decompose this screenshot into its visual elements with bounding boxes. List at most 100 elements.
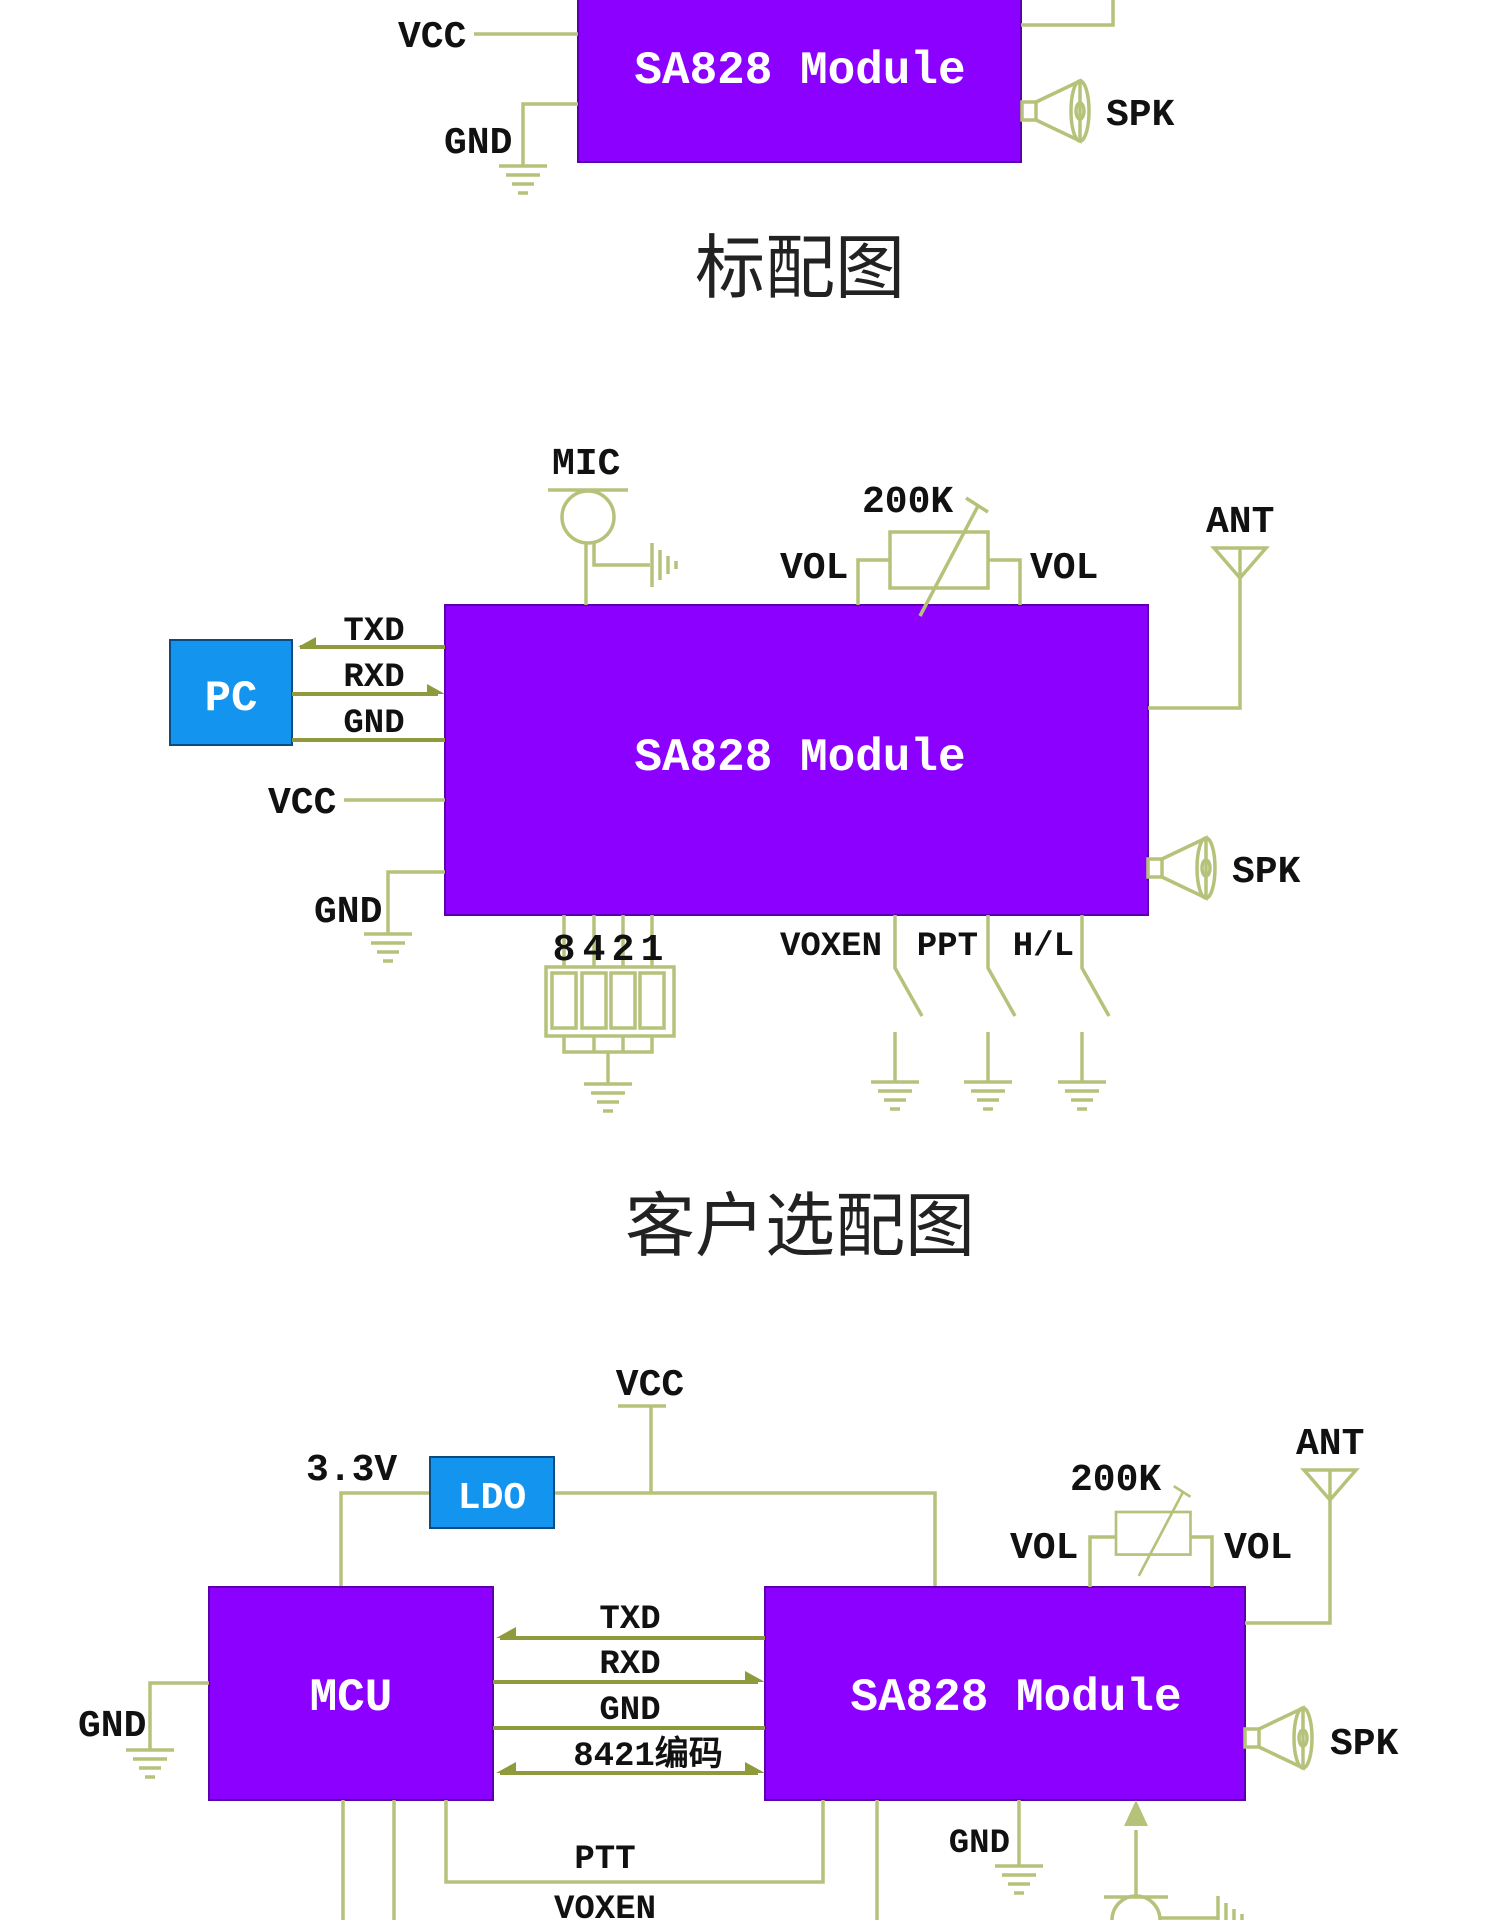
code-left-arrow-icon [496, 1762, 516, 1773]
ground-icon [497, 164, 549, 195]
dip-switch-8421: 8 4 2 1 [544, 915, 676, 1113]
switch-label-voxen: VOXEN [780, 928, 882, 966]
speaker-icon [1020, 79, 1091, 143]
antenna-icon [1302, 1468, 1358, 1502]
sa828-module-box [764, 1586, 1246, 1801]
pc-label: PC [205, 674, 258, 724]
diagram-custom: SA828 Module MIC 200K VOL VOL ANT [169, 443, 1301, 1267]
ground-icon [582, 1082, 634, 1113]
pc-box [169, 639, 293, 746]
mcu-box [208, 1586, 494, 1801]
sa828-module-label: SA828 Module [634, 45, 965, 97]
sa828-module-label: SA828 Module [634, 732, 965, 784]
diagram-standard: SA828 Module VCC GND SPK 标配图 [398, 0, 1175, 309]
rxd-arrow-icon [427, 684, 445, 694]
voxen-label: VOXEN [554, 1891, 656, 1920]
dip-label-8: 8 [553, 929, 576, 972]
ground-icon [124, 1748, 176, 1779]
txd-arrow-icon [298, 637, 316, 647]
speaker: SPK [1146, 836, 1301, 900]
dip-label-4: 4 [583, 929, 606, 972]
uart-label-rxd: RXD [343, 659, 404, 697]
vcc-label: VCC [616, 1364, 684, 1407]
antenna: ANT [1148, 501, 1274, 710]
gnd-label: GND [444, 122, 512, 165]
module-gnd-net: GND [949, 1800, 1045, 1895]
mic-arrow-icon [1124, 1800, 1148, 1826]
volume-potentiometer: 200K VOL VOL [780, 481, 1098, 618]
pc-interface: PC TXD RXD GND [169, 613, 445, 746]
uart-label-gnd: GND [343, 705, 404, 743]
v33-label: 3.3V [306, 1449, 397, 1492]
switch-ppt: PPT [917, 915, 1017, 1111]
sa828-module-box [444, 604, 1149, 916]
switch-voxen: VOXEN [780, 915, 924, 1111]
ground-icon [362, 932, 414, 963]
mcu-bus: TXD RXD GND 8421编码 [493, 1601, 765, 1776]
antenna: ANT [1245, 1423, 1364, 1625]
ground-icon [650, 541, 678, 589]
mcu-gnd-label: GND [78, 1705, 146, 1748]
txd-arrow-icon [496, 1627, 516, 1638]
switch-hl: H/L [1013, 915, 1111, 1111]
power-network: VCC LDO 3.3V [306, 1364, 937, 1587]
bus-label-rxd: RXD [599, 1646, 660, 1684]
ground-icon [993, 1864, 1045, 1895]
vcc-label: VCC [268, 782, 336, 825]
mic-label: MIC [552, 443, 620, 486]
ground-icon [1056, 1080, 1108, 1111]
ant-net-partial [1021, 0, 1115, 27]
spk-label: SPK [1232, 851, 1301, 894]
vol-right-label: VOL [1030, 547, 1098, 590]
switch-label-hl: H/L [1013, 928, 1074, 966]
antenna-icon [1212, 546, 1268, 580]
uart-label-txd: TXD [343, 613, 404, 651]
microphone: MIC [548, 443, 678, 605]
vcc-net: VCC [398, 16, 578, 59]
spk-label: SPK [1106, 94, 1175, 137]
module-gnd-label: GND [949, 1825, 1010, 1863]
microphone-lower [1104, 1800, 1244, 1920]
ground-icon [869, 1080, 921, 1111]
vol-left-label: VOL [1010, 1527, 1078, 1570]
gnd-net: GND [444, 102, 578, 195]
caption-custom: 客户选配图 [625, 1185, 975, 1267]
speaker: SPK [1020, 79, 1175, 143]
bus-label-gnd: GND [599, 1692, 660, 1730]
dip-label-1: 1 [641, 929, 664, 972]
diagram-mcu: VCC LDO 3.3V MCU GND SA828 Module [78, 1364, 1399, 1920]
ground-icon [962, 1080, 1014, 1111]
speaker-icon [1146, 836, 1217, 900]
bus-label-8421: 8421编码 [573, 1735, 723, 1776]
rxd-arrow-icon [745, 1671, 765, 1682]
vol-left-label: VOL [780, 547, 848, 590]
gnd-label: GND [314, 891, 382, 934]
spk-label: SPK [1330, 1723, 1399, 1766]
volume-potentiometer: 200K VOL VOL [1010, 1459, 1292, 1587]
vcc-net: VCC [268, 782, 445, 825]
sa828-module-label: SA828 Module [850, 1672, 1181, 1724]
ant-label: ANT [1206, 501, 1274, 544]
mcu-lower-wires: PTT VOXEN [341, 1800, 879, 1920]
ground-icon [1216, 1894, 1244, 1920]
speaker: SPK [1243, 1706, 1399, 1770]
dip-label-2: 2 [612, 929, 635, 972]
code-right-arrow-icon [745, 1762, 765, 1773]
ant-label: ANT [1296, 1423, 1364, 1466]
vol-right-label: VOL [1224, 1527, 1292, 1570]
pot-value: 200K [862, 481, 953, 524]
switch-label-ppt: PPT [917, 928, 978, 966]
vcc-label: VCC [398, 16, 466, 59]
sa828-module-box [577, 0, 1022, 163]
pot-value: 200K [1070, 1459, 1161, 1502]
gnd-net: GND [314, 870, 445, 963]
speaker-icon [1243, 1706, 1314, 1770]
ldo-label: LDO [458, 1477, 526, 1520]
mcu-gnd-net: GND [78, 1681, 209, 1779]
caption-standard: 标配图 [695, 227, 905, 309]
ptt-label: PTT [574, 1841, 635, 1879]
ldo-box [429, 1456, 555, 1529]
bus-label-txd: TXD [599, 1601, 660, 1639]
mcu-label: MCU [310, 1672, 393, 1724]
